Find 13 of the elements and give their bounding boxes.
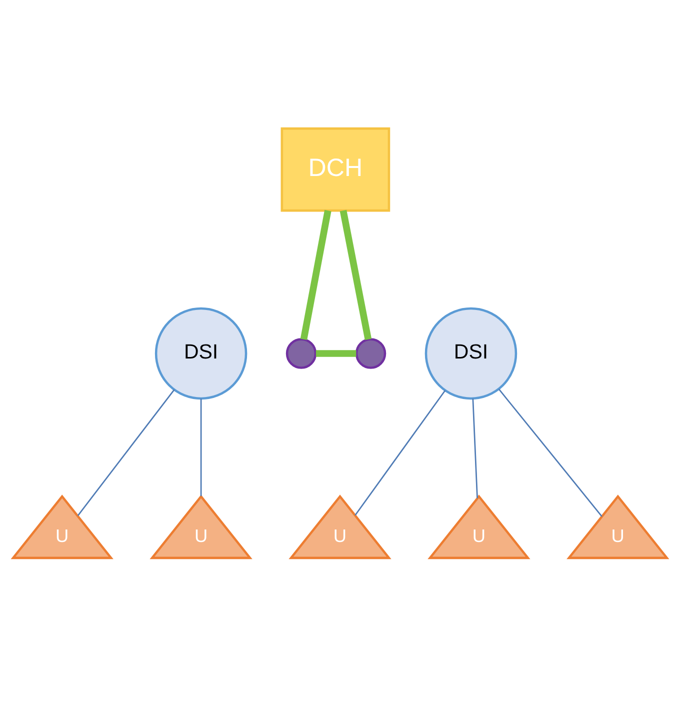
node-box: DCH xyxy=(280,127,390,212)
connector xyxy=(316,350,356,357)
node-circle xyxy=(355,338,386,369)
connector xyxy=(498,388,602,517)
node-circle xyxy=(286,338,317,369)
connector xyxy=(200,398,202,496)
node-circle: DSI xyxy=(154,307,248,400)
connector xyxy=(300,210,332,340)
connector xyxy=(340,210,372,340)
connector xyxy=(472,398,478,498)
node-circle: DSI xyxy=(424,307,518,400)
connector xyxy=(354,390,446,516)
connector xyxy=(77,389,175,516)
